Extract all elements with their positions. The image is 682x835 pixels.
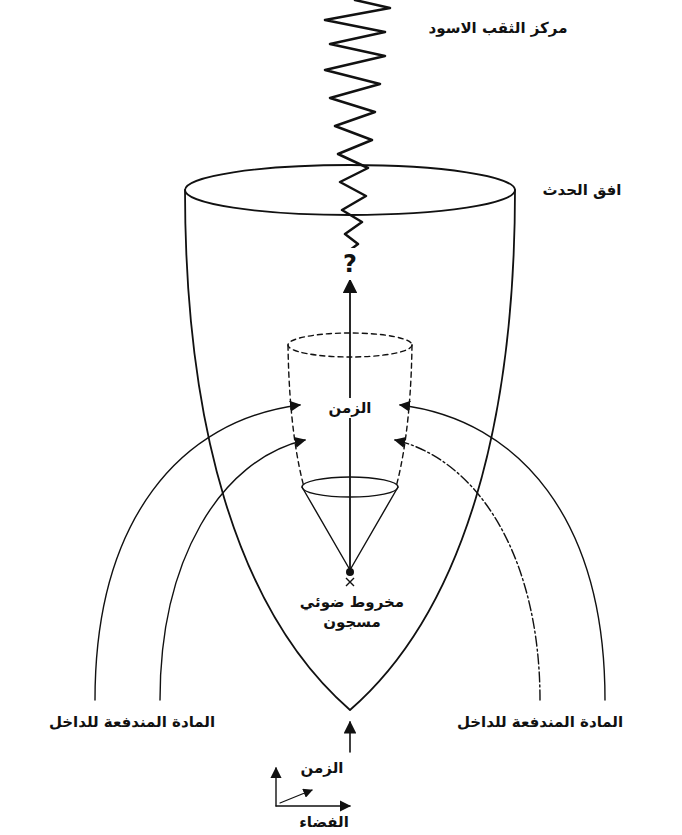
horizon-rim: [185, 165, 515, 215]
light-cone-label: مخروط ضوئي مسجون: [294, 592, 410, 633]
event-horizon-label: افق الحدث: [542, 180, 621, 200]
singularity-zigzag: [325, 0, 390, 250]
event-point: [346, 568, 354, 576]
event-horizon-surface: [185, 190, 515, 710]
trapped-surface-side: [288, 345, 304, 487]
time-arrow: [349, 280, 351, 570]
axis-time: [275, 768, 276, 806]
question-mark: ?: [340, 248, 360, 280]
time-axis-label: الزمن: [301, 758, 344, 778]
space-axis-label: الفضاء: [299, 812, 349, 832]
trapped-surface-side: [396, 345, 412, 487]
black-hole-center-label: مركز الثقب الاسود: [429, 18, 568, 38]
infall-label: المادة المندفعة للداخل: [457, 712, 623, 732]
infall-arrow: [160, 440, 305, 700]
axis-space: [276, 805, 350, 806]
infall-arrow: [395, 440, 540, 700]
time-label: الزمن: [326, 398, 375, 418]
time-arrow: [349, 722, 351, 752]
axis-space-depth: [280, 790, 312, 803]
infall-arrow: [400, 405, 605, 700]
infall-arrow: [95, 405, 300, 700]
infall-label: المادة المندفعة للداخل: [49, 712, 215, 732]
event-cross: [346, 578, 354, 586]
